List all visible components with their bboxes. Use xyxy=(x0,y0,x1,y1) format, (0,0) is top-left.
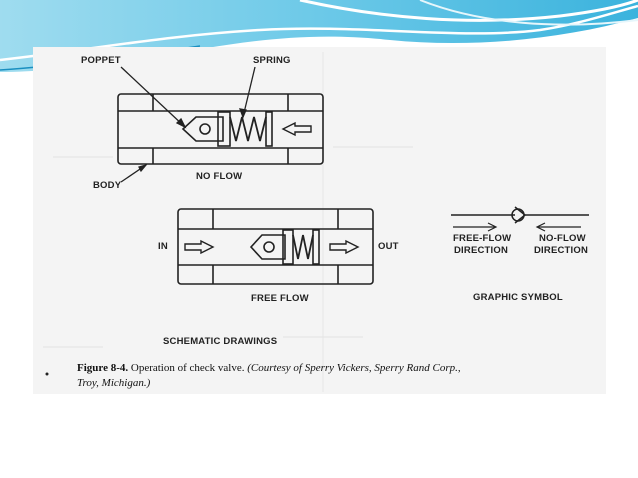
figure-credit-line2: Troy, Michigan.) xyxy=(77,377,151,389)
valve-no-flow xyxy=(117,93,324,165)
body-label: BODY xyxy=(93,180,122,191)
poppet-label: POPPET xyxy=(81,55,121,66)
free-flow-label: FREE FLOW xyxy=(251,293,309,304)
figure-caption-line2: Troy, Michigan.) xyxy=(77,377,150,389)
free-flow-direction-label-line2: DIRECTION xyxy=(454,245,509,256)
no-flow-direction-label-line2: DIRECTION xyxy=(534,245,589,256)
free-flow-direction-label-line1: FREE-FLOW xyxy=(453,233,512,244)
out-label: OUT xyxy=(378,241,399,252)
schematic-drawings-label: SCHEMATIC DRAWINGS xyxy=(163,336,278,347)
check-valve-diagram xyxy=(33,47,606,394)
valve-free-flow xyxy=(177,208,374,285)
graphic-symbol-label: GRAPHIC SYMBOL xyxy=(473,292,563,303)
figure-number: Figure 8-4. xyxy=(77,362,129,374)
figure-caption: Figure 8-4. Operation of check valve. (C… xyxy=(77,362,461,374)
figure-credit-line1: (Courtesy of Sperry Vickers, Sperry Rand… xyxy=(247,362,461,374)
spring-label: SPRING xyxy=(253,55,291,66)
no-flow-direction-label-line1: NO-FLOW xyxy=(539,233,586,244)
scanned-figure: POPPET SPRING BODY NO FLOW IN OUT FREE F… xyxy=(33,47,606,394)
check-valve-symbol xyxy=(451,206,589,232)
no-flow-label: NO FLOW xyxy=(196,171,243,182)
figure-title: Operation of check valve. xyxy=(130,362,245,374)
in-label: IN xyxy=(158,241,168,252)
